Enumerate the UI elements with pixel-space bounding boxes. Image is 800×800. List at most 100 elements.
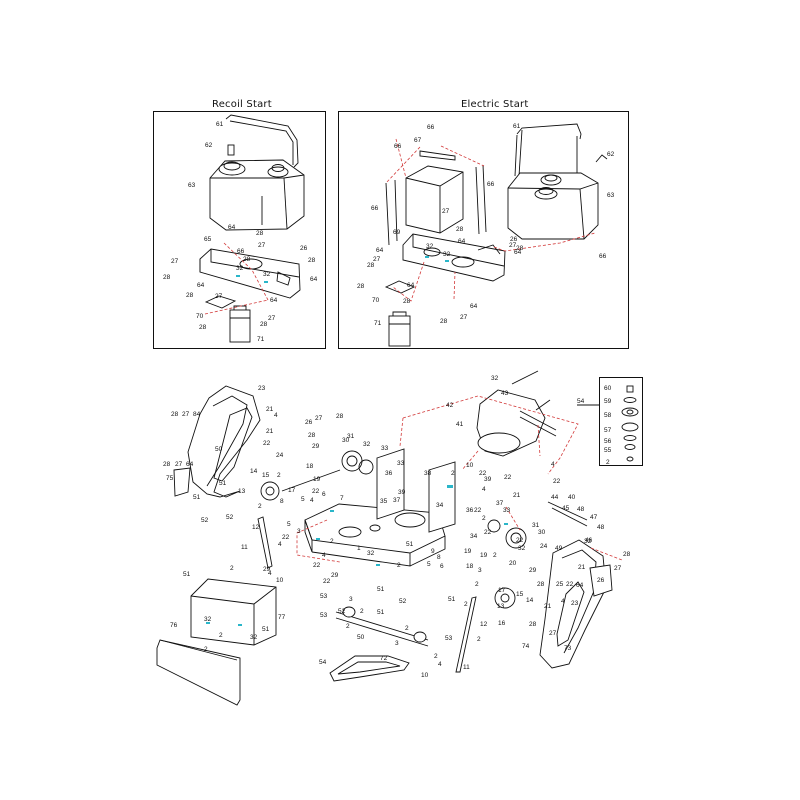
- part-callout: 4: [274, 412, 278, 419]
- part-callout: 64: [197, 282, 205, 289]
- recoil-mount-plate: [199, 248, 301, 299]
- part-callout: 37: [496, 500, 504, 507]
- part-callout: 21: [266, 406, 274, 413]
- part-callout: 51: [183, 571, 191, 578]
- part-callout: 32: [363, 441, 371, 448]
- part-callout: 40: [568, 494, 576, 501]
- part-callout: 70: [372, 297, 380, 304]
- part-callout: 29: [263, 566, 271, 573]
- part-callout: 32: [491, 375, 499, 382]
- part-callout: 26: [305, 419, 313, 426]
- highlight-mark: [236, 275, 240, 277]
- part-callout: 22: [516, 537, 524, 544]
- part-callout: 56: [604, 438, 612, 445]
- part-callout: 50: [215, 446, 223, 453]
- part-callout: 72: [380, 655, 388, 662]
- part-callout: 2: [360, 608, 364, 615]
- part-callout: 65: [204, 236, 212, 243]
- part-callout: 64: [270, 297, 278, 304]
- part-callout: 33: [397, 460, 405, 467]
- part-callout: 32: [250, 634, 258, 641]
- part-callout: 19: [313, 476, 321, 483]
- part-callout: 66: [394, 143, 402, 150]
- part-callout: 47: [590, 514, 598, 521]
- part-callout: 3: [395, 640, 399, 647]
- part-callout: 30: [538, 529, 546, 536]
- part-callout: 64: [228, 224, 236, 231]
- part-callout: 4: [310, 497, 314, 504]
- electric-battery: [388, 311, 411, 347]
- part-callout: 53: [320, 593, 328, 600]
- part-callout: 1: [357, 545, 361, 552]
- part-callout: 9: [431, 548, 435, 555]
- left-pulley-assembly: [260, 450, 374, 501]
- part-callout: 51: [406, 541, 414, 548]
- part-callout: 34: [436, 502, 444, 509]
- part-callout: 28: [516, 245, 524, 252]
- part-callout: 26: [597, 577, 605, 584]
- part-callout: 22: [312, 488, 320, 495]
- inset-callout-54: 54: [577, 398, 585, 405]
- part-callout: 28: [260, 321, 268, 328]
- part-callout: 53: [320, 612, 328, 619]
- left-belt: [213, 407, 253, 482]
- part-callout: 2: [405, 625, 409, 632]
- part-callout: 4: [551, 461, 555, 468]
- part-callout: 28: [171, 411, 179, 418]
- part-callout: 27: [460, 314, 468, 321]
- main-frame: [304, 503, 446, 567]
- part-callout: 2: [606, 459, 610, 466]
- part-callout: 19: [480, 552, 488, 559]
- recoil-fuel-tank: [209, 144, 305, 231]
- part-callout: 21: [578, 564, 586, 571]
- part-callout: 32: [584, 538, 592, 545]
- part-callout: 61: [513, 123, 521, 130]
- part-callout: 52: [338, 608, 346, 615]
- part-callout: 23: [258, 385, 266, 392]
- part-callout: 48: [577, 506, 585, 513]
- part-callout: 66: [427, 124, 435, 131]
- part-callout: 48: [597, 524, 605, 531]
- part-callout: 22: [553, 478, 561, 485]
- highlight-mark: [376, 564, 380, 566]
- part-callout: 4: [438, 661, 442, 668]
- parts-inset-panel: [599, 377, 643, 466]
- part-callout: 2: [482, 515, 486, 522]
- part-callout: 33: [381, 445, 389, 452]
- electric-bracket: [384, 280, 416, 294]
- part-callout: 43: [501, 390, 509, 397]
- part-callout: 46: [585, 537, 593, 544]
- part-callout: 51: [219, 480, 227, 487]
- control-rod-left: [257, 516, 273, 569]
- part-callout: 23: [571, 600, 579, 607]
- upright-left: [376, 448, 405, 520]
- part-callout: 21: [544, 603, 552, 610]
- part-callout: 64: [376, 247, 384, 254]
- part-callout: 3: [349, 596, 353, 603]
- part-callout: 53: [445, 635, 453, 642]
- part-callout: 52: [201, 517, 209, 524]
- part-callout: 28: [256, 230, 264, 237]
- part-callout: 18: [466, 563, 474, 570]
- part-callout: 27: [549, 630, 557, 637]
- part-callout: 69: [393, 229, 401, 236]
- part-callout: 41: [456, 421, 464, 428]
- hardware-stack-inset: [621, 385, 639, 462]
- drive-belt: [329, 655, 410, 682]
- part-callout: 27: [258, 242, 266, 249]
- part-callout: 2: [464, 601, 468, 608]
- part-callout: 66: [237, 248, 245, 255]
- part-callout: 11: [241, 544, 248, 551]
- part-callout: 28: [308, 257, 316, 264]
- scraper-blade: [156, 639, 241, 706]
- part-callout: 22: [323, 578, 331, 585]
- part-callout: 22: [479, 470, 487, 477]
- highlight-mark: [330, 510, 334, 512]
- part-callout: 51: [448, 596, 456, 603]
- part-callout: 42: [446, 402, 454, 409]
- part-callout: 39: [398, 489, 406, 496]
- part-callout: 50: [357, 634, 365, 641]
- part-callout: 60: [604, 385, 612, 392]
- part-callout: 15: [262, 472, 270, 479]
- part-callout: 63: [188, 182, 196, 189]
